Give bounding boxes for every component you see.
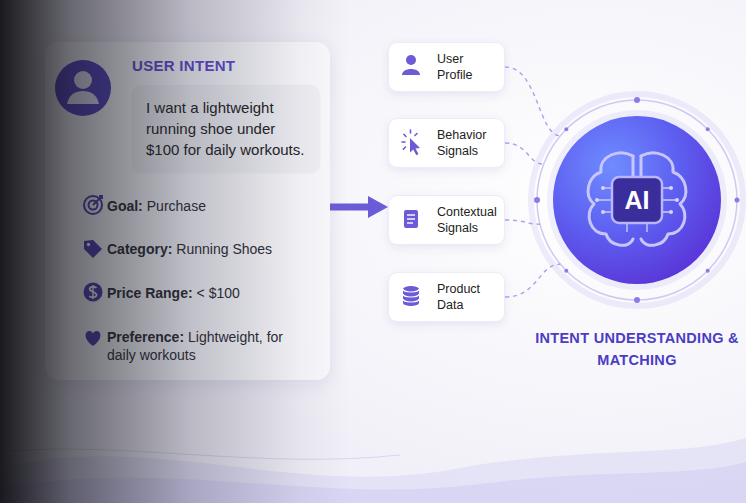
speech-bubble: I want a lightweight running shoe under … <box>132 85 320 172</box>
attribute-key: Goal: <box>107 198 143 214</box>
dashed-connector <box>505 67 560 136</box>
signal-label: User Profile <box>437 43 501 91</box>
signal-box: Product Data <box>388 272 505 322</box>
document-icon <box>404 210 418 228</box>
signal-label: Product Data <box>437 273 501 321</box>
cursor-click-icon <box>402 130 420 155</box>
query-text: I want a lightweight running shoe under … <box>146 97 308 160</box>
attribute-row: Preference:Lightweight, for daily workou… <box>107 328 285 364</box>
ai-badge-text: AI <box>537 100 737 300</box>
attribute-row: Goal:Purchase <box>107 197 285 215</box>
component-caption: INTENT UNDERSTANDING & MATCHING <box>533 327 741 371</box>
dashed-connector <box>505 143 544 164</box>
database-icon <box>403 286 419 306</box>
dashed-connector <box>505 220 540 224</box>
attribute-value: < $100 <box>197 285 240 301</box>
dashed-connector <box>505 264 560 297</box>
signal-box: Contextual Signals <box>388 195 505 245</box>
dollar-icon <box>84 283 103 302</box>
attribute-key: Category: <box>107 241 172 257</box>
attribute-value: Purchase <box>147 198 206 214</box>
flow-arrow <box>330 204 374 211</box>
attribute-key: Price Range: <box>107 285 193 301</box>
avatar-icon <box>55 60 111 116</box>
user-icon <box>402 55 420 75</box>
attribute-row: Price Range:< $100 <box>107 284 285 302</box>
intent-card: USER INTENT I want a lightweight running … <box>45 42 330 380</box>
signal-box: Behavior Signals <box>388 118 505 168</box>
wave <box>0 438 746 503</box>
section-heading: USER INTENT <box>132 57 235 74</box>
wave <box>0 462 746 503</box>
attribute-row: Category:Running Shoes <box>107 240 285 258</box>
attribute-key: Preference: <box>107 329 184 345</box>
target-icon <box>84 196 102 214</box>
wave-line <box>0 449 400 459</box>
heart-icon <box>86 331 101 346</box>
signal-box: User Profile <box>388 42 505 92</box>
signal-label: Contextual Signals <box>437 196 501 244</box>
signal-label: Behavior Signals <box>437 119 501 167</box>
ai-engine-circle: AIINTENT UNDERSTANDING & MATCHING <box>537 100 737 300</box>
tag-icon <box>84 240 102 258</box>
attribute-value: Running Shoes <box>176 241 272 257</box>
